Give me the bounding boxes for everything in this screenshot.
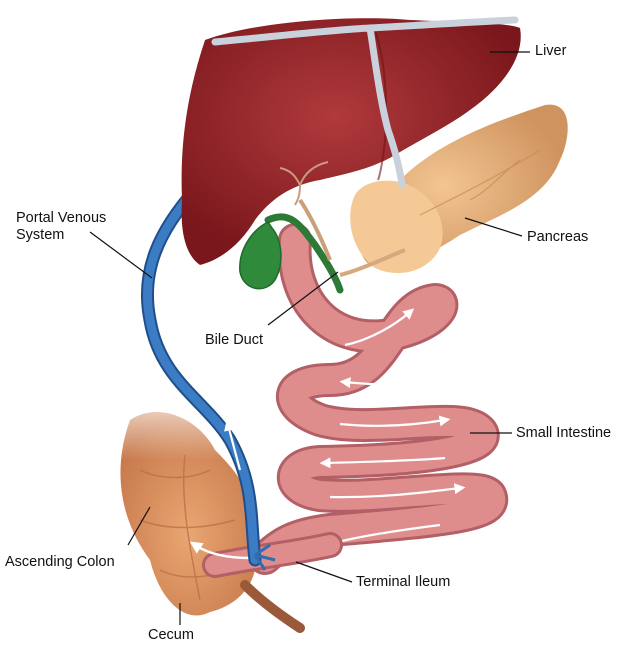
ascending-colon xyxy=(100,380,305,633)
bile-duct xyxy=(264,198,406,294)
terminal-ileum xyxy=(189,532,343,578)
small-intestine-label: Small Intestine xyxy=(516,425,612,441)
leader-lines xyxy=(89,51,530,625)
terminal-ileum-leader xyxy=(295,561,353,583)
gallbladder xyxy=(239,221,282,290)
cecum-label: Cecum xyxy=(148,627,194,643)
liver-label: Liver xyxy=(535,43,567,59)
pancreas-label: Pancreas xyxy=(527,229,589,245)
hepatic-vessels xyxy=(211,16,519,189)
small-intestine xyxy=(248,223,508,575)
portal-vein xyxy=(140,183,276,571)
terminal-ileum-label: Terminal Ileum xyxy=(356,574,451,590)
pancreas-leader xyxy=(464,217,523,237)
portal-venous-system-label: Portal Venous System xyxy=(16,210,107,243)
bile-duct-leader xyxy=(267,271,339,326)
portal-leader xyxy=(89,231,153,279)
ascending-colon-label: Ascending Colon xyxy=(5,554,115,570)
bile-duct-label: Bile Duct xyxy=(205,332,264,348)
ascending-colon-leader xyxy=(127,506,151,546)
pancreas xyxy=(350,104,568,274)
appendix xyxy=(240,580,305,633)
liver xyxy=(181,16,521,266)
